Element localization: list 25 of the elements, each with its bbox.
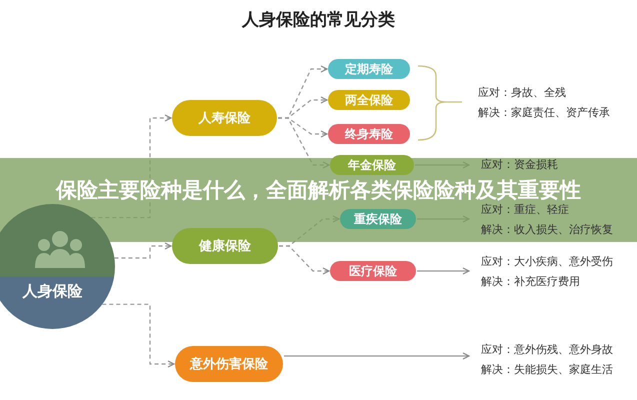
note-text: 应对：意外伤残、意外身故	[481, 342, 613, 358]
dashed-arrow	[102, 304, 175, 368]
note-text: 应对：身故、全残	[478, 85, 567, 101]
insurance-pill: 人寿保险	[172, 100, 277, 136]
insurance-pill: 意外伤害保险	[175, 346, 283, 382]
insurance-pill: 健康保险	[172, 228, 278, 264]
title: 人身保险的常见分类	[240, 9, 396, 31]
note-text: 应对：大小疾病、意外受伤	[481, 254, 613, 270]
note-text: 解决：家庭责任、资产传承	[478, 105, 610, 121]
note-text: 应对：重症、轻症	[481, 202, 570, 218]
insurance-pill: 医疗保险	[330, 261, 416, 281]
arrow	[417, 267, 470, 275]
arrow	[284, 352, 470, 360]
note-text: 应对：资金损耗	[481, 157, 558, 173]
insurance-pill: 两全保险	[328, 90, 410, 110]
note-text: 解决：收入损失、治疗恢复	[481, 222, 613, 238]
insurance-pill: 年金保险	[330, 155, 414, 175]
note-text: 解决：补充医疗费用	[481, 274, 581, 290]
insurance-pill: 终身寿险	[328, 124, 410, 144]
dashed-arrow	[114, 242, 172, 259]
dashed-arrow	[279, 245, 330, 275]
insurance-pill: 定期寿险	[328, 59, 410, 79]
insurance-pill: 重疾保险	[340, 209, 416, 229]
note-text: 解决：失能损失、家庭生活	[481, 362, 613, 378]
category-label: 人身保险	[21, 282, 84, 301]
